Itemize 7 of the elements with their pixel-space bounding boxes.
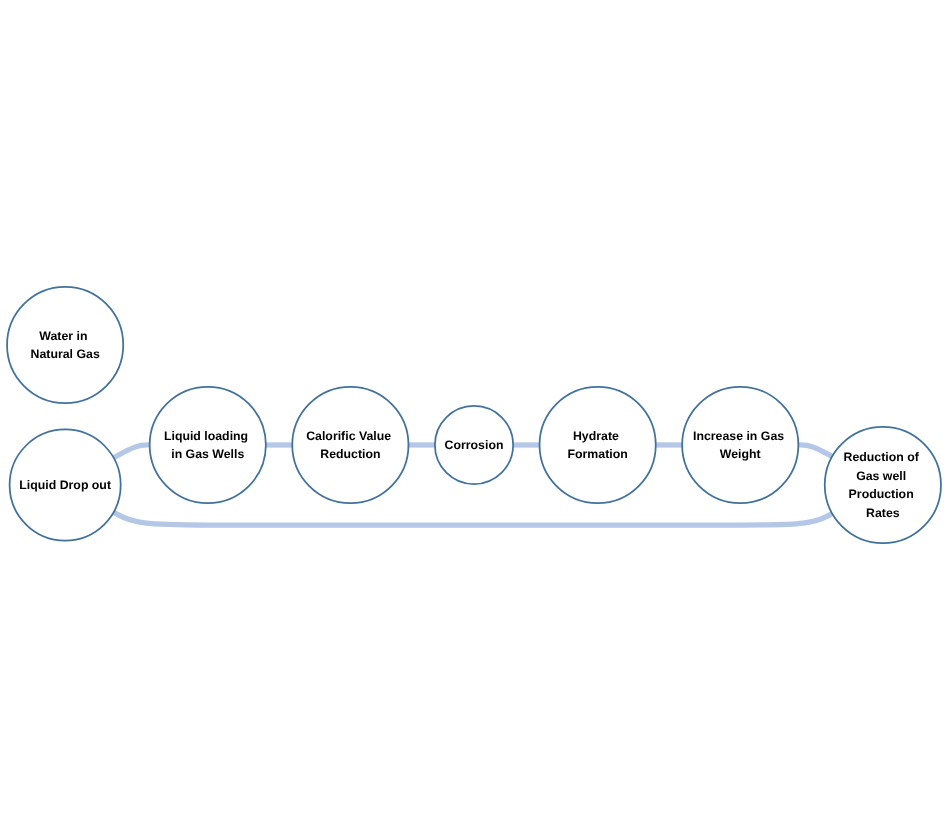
connector bbox=[512, 442, 540, 448]
connector bbox=[265, 442, 293, 448]
connector bbox=[408, 442, 436, 448]
connector bbox=[112, 509, 834, 528]
connector bbox=[797, 442, 834, 459]
connector bbox=[655, 442, 683, 448]
connector bbox=[112, 442, 151, 461]
